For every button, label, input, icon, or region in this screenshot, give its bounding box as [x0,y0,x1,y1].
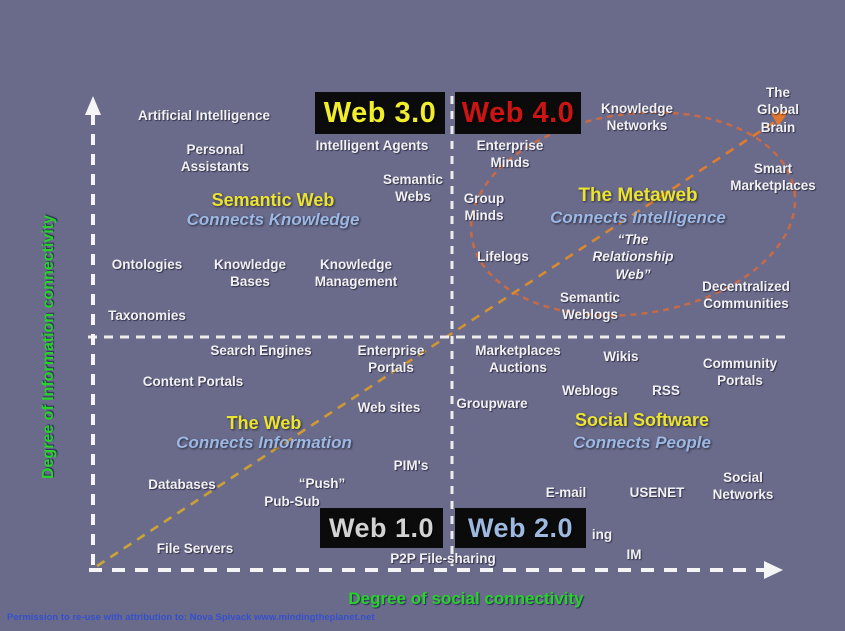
label-group-minds: Group Minds [463,191,505,224]
label-usenet: USENET [629,485,685,500]
label-artificial-intelligence: Artificial Intelligence [137,108,271,123]
label-pub-sub: Pub-Sub [264,494,320,509]
label-wikis: Wikis [603,349,639,364]
label-relationship-web: “The Relationship Web” [592,232,674,282]
label-push: “Push” [298,476,346,491]
web1-era-box: Web 1.0 [320,508,443,548]
x-axis-label: Degree of social connectivity [348,589,584,608]
x-axis-arrowhead-icon [764,561,783,579]
label-web-sites: Web sites [357,400,421,415]
label-social-networks: Social Networks [712,470,774,503]
label-rss: RSS [652,383,680,398]
label-ing-fragment: ing [591,527,613,542]
semantic-web-subtitle: Connects Knowledge [186,210,360,229]
label-knowledge-networks: Knowledge Networks [600,101,674,134]
web2-era-box: Web 2.0 [455,508,586,548]
the-web-title: The Web [226,413,302,433]
label-databases: Databases [148,477,216,492]
label-semantic-weblogs: Semantic Weblogs [559,290,621,323]
label-p2p-file-sharing: P2P File-sharing [390,551,496,566]
attribution-text: Permission to re-use with attribution to… [7,612,375,623]
label-email: E-mail [545,485,587,500]
label-intelligent-agents: Intelligent Agents [315,138,429,153]
label-groupware: Groupware [456,396,528,411]
label-file-servers: File Servers [156,541,234,556]
label-marketplaces-auctions: Marketplaces Auctions [475,343,561,376]
label-im: IM [626,547,642,562]
web3-era-box: Web 3.0 [315,92,445,134]
label-lifelogs: Lifelogs [477,249,529,264]
the-web-subtitle: Connects Information [176,433,352,452]
y-axis-arrowhead-icon [85,96,101,115]
label-enterprise-portals: Enterprise Portals [357,343,425,376]
label-taxonomies: Taxonomies [108,308,186,323]
y-axis-label: Degree of Information connectivity [40,214,57,480]
label-content-portals: Content Portals [142,374,244,389]
web4-era-box: Web 4.0 [455,92,581,134]
label-decentralized-communities: Decentralized Communities [702,279,790,312]
label-pims: PIM's [393,458,429,473]
social-software-subtitle: Connects People [573,433,711,452]
social-software-title: Social Software [574,410,710,430]
label-ontologies: Ontologies [111,257,183,272]
label-personal-assistants: Personal Assistants [180,142,250,175]
label-smart-marketplaces: Smart Marketplaces [730,161,816,194]
metaweb-title: The Metaweb [578,185,698,206]
label-the-global-brain: The Global Brain [756,85,799,135]
label-weblogs: Weblogs [561,383,619,398]
label-enterprise-minds: Enterprise Minds [476,138,544,171]
semantic-web-title: Semantic Web [211,190,335,210]
label-semantic-webs: Semantic Webs [382,172,444,205]
label-search-engines: Search Engines [210,343,312,358]
label-knowledge-management: Knowledge Management [314,257,398,290]
label-community-portals: Community Portals [702,356,778,389]
metaweb-subtitle: Connects Intelligence [550,208,726,227]
label-knowledge-bases: Knowledge Bases [213,257,287,290]
